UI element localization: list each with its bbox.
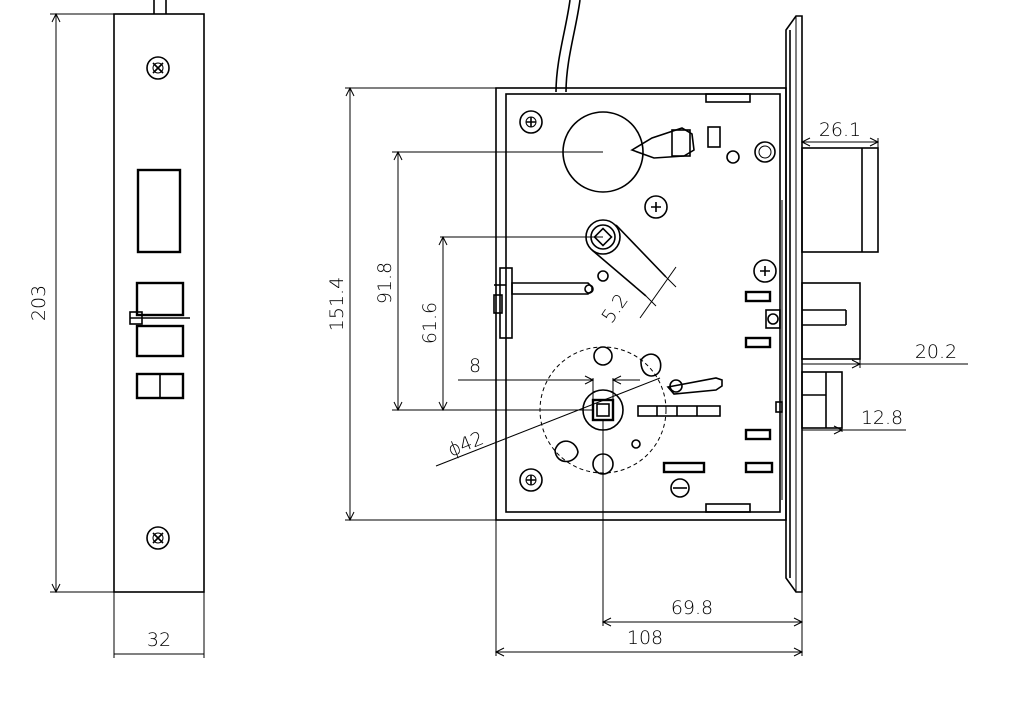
dim-61-label: 61.6 [419, 302, 441, 344]
dim-203-label: 203 [28, 285, 50, 321]
aux-latch [801, 371, 843, 429]
deadbolt [801, 282, 861, 360]
dim-latch-projection: 26.1 [800, 119, 880, 148]
dim-aux-latch-projection: 12.8 [802, 407, 906, 435]
dim-deadbolt-projection: 20.2 [802, 341, 968, 369]
dim-5-2-label: 5.2 [597, 290, 632, 327]
dim-total-depth: 108 [494, 520, 804, 657]
dim-phi42-label: ϕ42 [445, 427, 487, 461]
latch-bolt [801, 147, 879, 253]
front-plate [785, 15, 803, 593]
faceplate-screw-bottom [146, 526, 170, 550]
dim-12-label: 12.8 [861, 407, 903, 429]
dim-91-label: 91.8 [374, 262, 396, 304]
body-screw-mid [644, 195, 668, 219]
body-screw-right [753, 259, 777, 283]
dim-108-label: 108 [627, 627, 663, 649]
dim-spindle-size: 8 [458, 355, 640, 400]
dim-faceplate-width: 32 [113, 592, 205, 658]
dim-20-label: 20.2 [915, 341, 957, 363]
faceplate-view: 203 32 [28, 0, 205, 658]
dim-body-height: 151.4 [326, 86, 496, 522]
body-screw-top-left [519, 110, 543, 134]
dim-backset: 69.8 [601, 420, 804, 656]
body-screw-bottom-left [519, 468, 543, 492]
dim-69-label: 69.8 [671, 597, 713, 619]
faceplate [113, 13, 205, 593]
dim-cylinder-to-hub: 91.8 [374, 150, 603, 412]
faceplate-screw-top [146, 56, 170, 80]
deadbolt-opening [136, 168, 182, 254]
dim-lever-to-hub: 61.6 [419, 235, 448, 412]
aux-latch-opening [135, 372, 185, 400]
dim-26-label: 26.1 [819, 119, 861, 141]
dim-8-label: 8 [469, 355, 481, 377]
linkage-arm [493, 267, 609, 339]
dim-32-label: 32 [147, 629, 171, 651]
latch-opening [129, 281, 190, 358]
upper-spindle [440, 219, 667, 297]
dim-faceplate-height: 203 [28, 12, 114, 594]
lock-body-view: 151.4 91.8 61.6 5.2 [326, 0, 968, 657]
dim-151-label: 151.4 [326, 277, 348, 331]
body-screw-lower [670, 478, 690, 498]
dim-hub-diameter: ϕ42 [435, 377, 661, 467]
